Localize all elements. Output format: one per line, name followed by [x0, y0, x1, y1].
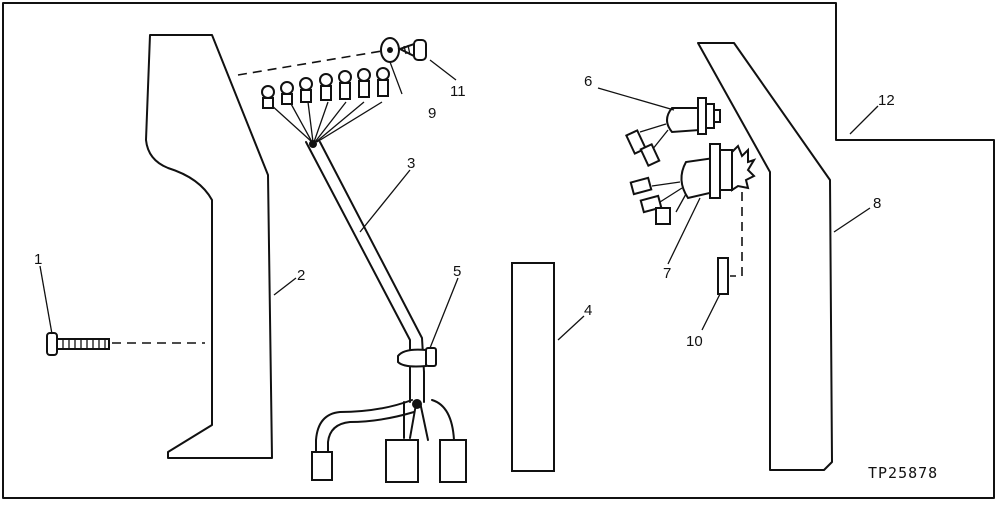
switch-part-6	[625, 97, 721, 168]
harness-connectors	[261, 67, 390, 109]
screw-part-1	[46, 332, 110, 356]
callout-9: 9	[428, 105, 436, 122]
callout-7: 7	[663, 265, 671, 282]
callout-10: 10	[686, 333, 703, 350]
callout-8: 8	[873, 195, 881, 212]
bulb-alignment-line	[730, 192, 743, 277]
figure-code: TP25878	[868, 464, 938, 482]
harness-wires	[269, 101, 383, 143]
connector-alignment-line	[237, 49, 389, 76]
connector-left	[311, 451, 333, 481]
callout-6: 6	[584, 73, 592, 90]
connector-middle	[385, 439, 419, 483]
callout-3: 3	[407, 155, 415, 172]
clamp-part-5	[397, 347, 437, 368]
figure-border	[2, 2, 995, 499]
washer-part-9	[380, 37, 400, 63]
harness-trunk-part-3	[305, 141, 425, 373]
callout-5: 5	[453, 263, 461, 280]
callout-2: 2	[297, 267, 305, 284]
bulb-part-10	[717, 257, 729, 295]
right-panel-part-8	[697, 42, 833, 471]
harness-junction	[309, 140, 317, 148]
leader-lines	[39, 59, 879, 349]
strip-part-4	[511, 262, 555, 472]
callout-11: 11	[450, 83, 466, 100]
switch-part-7	[629, 143, 757, 225]
left-panel-part-2	[145, 34, 273, 459]
harness-branches	[315, 371, 455, 453]
connector-right	[439, 439, 467, 483]
callout-12: 12	[878, 92, 895, 109]
callout-4: 4	[584, 302, 592, 319]
callout-1: 1	[34, 251, 42, 268]
screw-part-11	[397, 39, 427, 61]
